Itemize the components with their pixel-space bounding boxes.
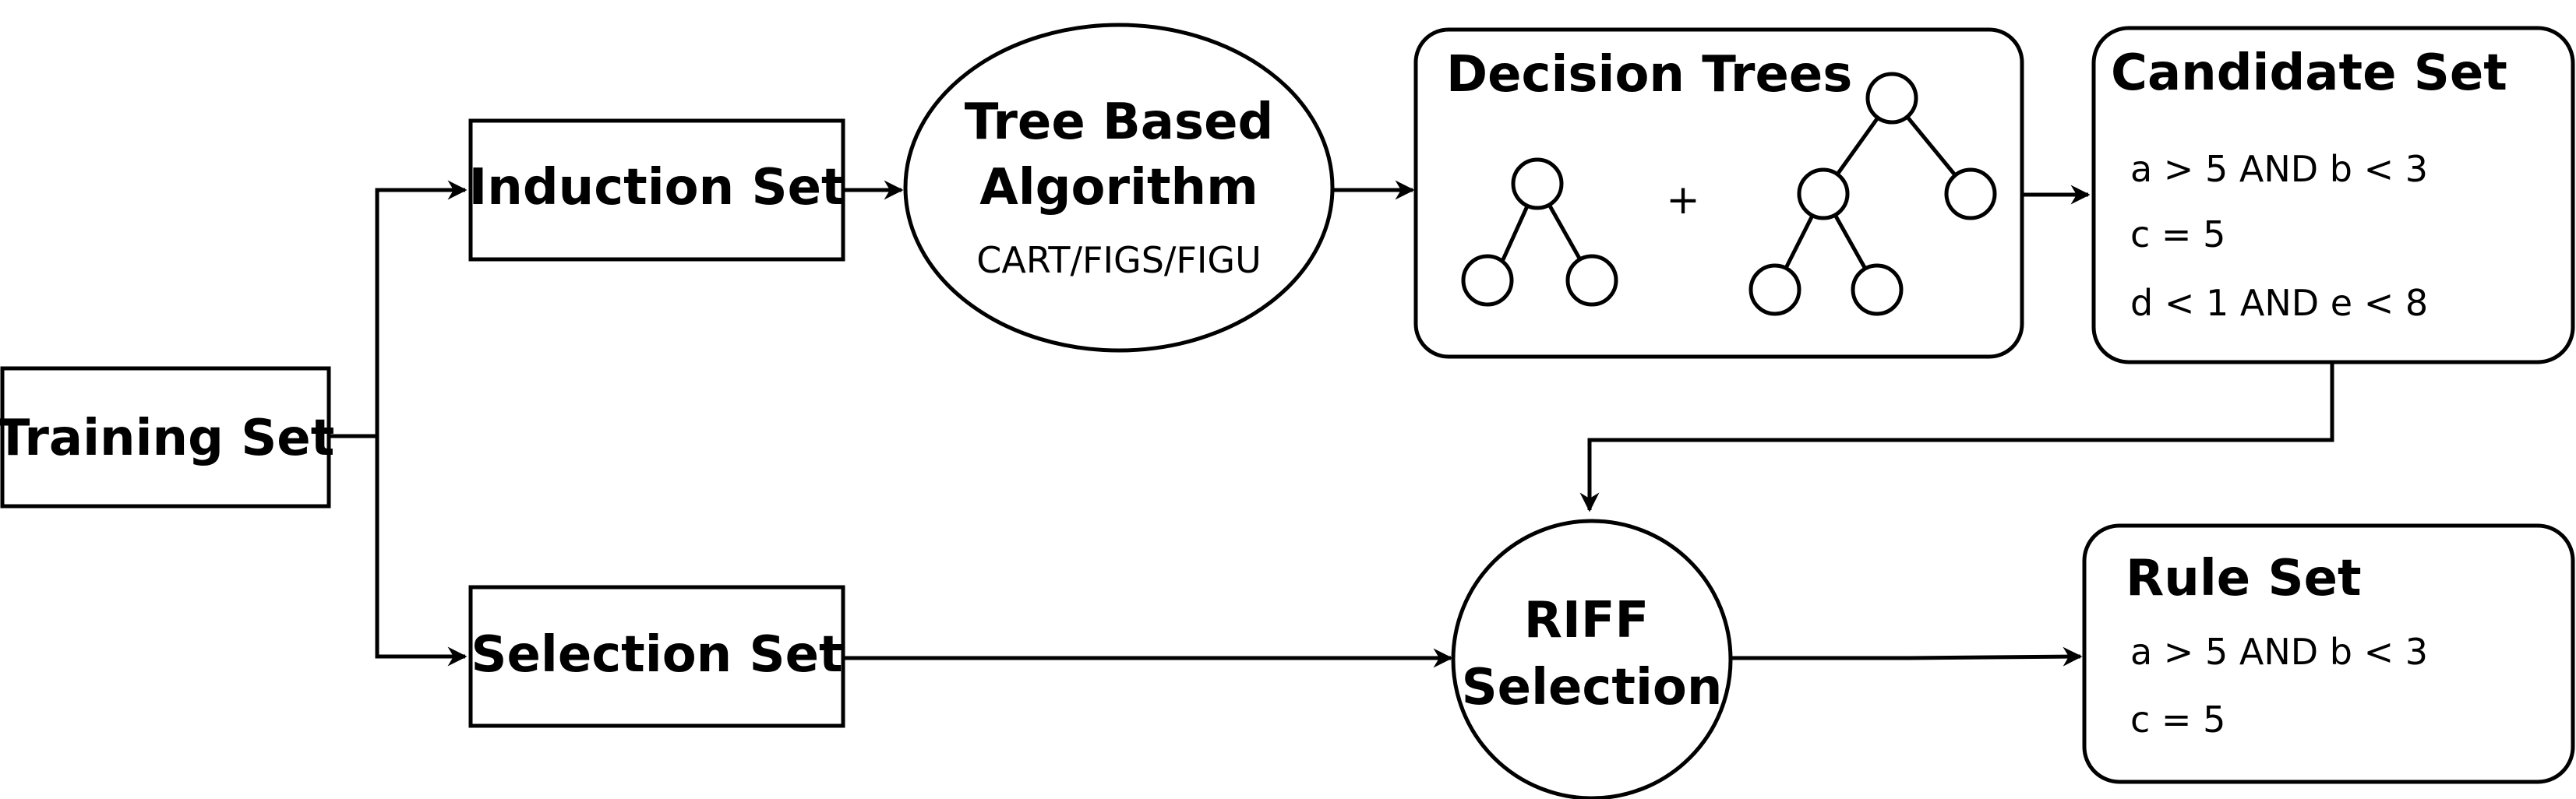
induction-set-label: Induction Set: [468, 159, 845, 216]
algorithm-subtitle: CART/FIGS/FIGU: [976, 239, 1262, 281]
rule-set-rule-1: a > 5 AND b < 3: [2130, 631, 2428, 673]
selection-set-box: Selection Set: [468, 585, 845, 728]
algorithm-title-line1: Tree Based: [965, 93, 1274, 151]
training-set-box: Training Set: [0, 366, 334, 509]
candidate-rule-2: c = 5: [2130, 213, 2225, 255]
riff-line1: RIFF: [1524, 592, 1650, 649]
small-tree-icon: [1461, 157, 1618, 307]
rule-set-box: Rule Set a > 5 AND b < 3 c = 5: [2082, 523, 2575, 784]
connectors: [329, 180, 2334, 668]
decision-trees-title: Decision Trees: [1446, 46, 1852, 104]
training-set-label: Training Set: [0, 410, 334, 467]
plus-sign: +: [1666, 177, 1700, 224]
connector-riff-to-rule-set: [1730, 646, 2083, 667]
rule-set-rule-2: c = 5: [2130, 699, 2225, 741]
riff-line2: Selection: [1462, 659, 1723, 716]
rule-set-title: Rule Set: [2126, 550, 2362, 607]
connector-candidate-to-riff: [1579, 362, 2334, 512]
selection-set-label: Selection Set: [471, 626, 842, 684]
candidate-set-title: Candidate Set: [2111, 44, 2507, 102]
algorithm-title-line2: Algorithm: [979, 159, 1258, 216]
algorithm-ellipse: Tree Based Algorithm CART/FIGS/FIGU: [903, 23, 1335, 353]
connector-training-to-selection-set: [375, 436, 468, 667]
candidate-set-box: Candidate Set a > 5 AND b < 3 c = 5 d < …: [2091, 26, 2575, 364]
induction-set-box: Induction Set: [468, 118, 845, 262]
decision-trees-box: Decision Trees +: [1413, 27, 2024, 359]
connector-training-split: [329, 180, 468, 438]
riff-selection-circle: RIFF Selection: [1451, 519, 1733, 799]
candidate-rule-1: a > 5 AND b < 3: [2130, 148, 2428, 190]
candidate-rule-3: d < 1 AND e < 8: [2130, 282, 2428, 324]
large-tree-icon: [1749, 72, 1997, 316]
